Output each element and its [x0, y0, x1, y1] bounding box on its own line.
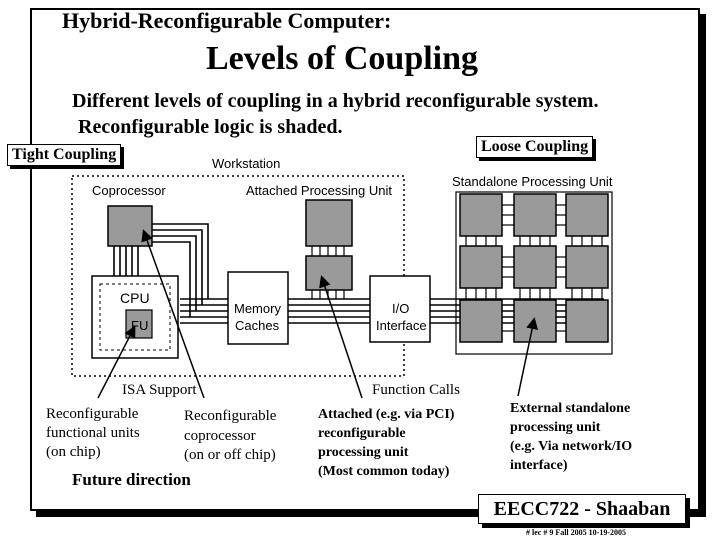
tight-coupling-label: Tight Coupling [7, 144, 122, 166]
attached-caption-3: processing unit [318, 445, 409, 460]
coprocessor-links [113, 223, 209, 317]
fu-caption-2: functional units [46, 425, 140, 441]
super-title: Hybrid-Reconfigurable Computer: [62, 8, 392, 33]
fu-caption-3: (on chip) [46, 444, 101, 460]
coprocessor-label: Coprocessor [92, 183, 166, 198]
loose-coupling-label: Loose Coupling [476, 136, 594, 158]
memory-label-2: Caches [235, 318, 280, 333]
intro-line-1: Different levels of coupling in a hybrid… [72, 90, 599, 112]
io-label-1: I/O [392, 301, 409, 316]
memory-block [227, 271, 289, 345]
memory-label-1: Memory [234, 301, 281, 316]
cpu-label: CPU [120, 290, 150, 306]
io-label-2: Interface [376, 318, 427, 333]
fu-label: FU [131, 318, 148, 333]
cop-caption-3: (on or off chip) [184, 447, 276, 463]
slide-footer: # lec # 9 Fall 2005 10-19-2005 [526, 528, 626, 537]
external-caption-4: interface) [510, 458, 568, 473]
attached-caption-1: Attached (e.g. via PCI) [318, 407, 455, 422]
page-title: Levels of Coupling [206, 40, 479, 77]
workstation-label: Workstation [212, 156, 280, 171]
external-caption-2: processing unit [510, 420, 601, 435]
attached-unit [305, 199, 353, 299]
standalone-unit-label: Standalone Processing Unit [452, 174, 613, 189]
fu-caption-1: Reconfigurable [46, 406, 139, 422]
course-brand: EECC722 - Shaaban [478, 494, 686, 524]
function-calls-label: Function Calls [372, 382, 460, 398]
intro-line-2: Reconfigurable logic is shaded. [78, 116, 343, 138]
coprocessor-block [107, 205, 153, 247]
attached-caption-4: (Most common today) [318, 464, 450, 479]
cpu-inner [99, 283, 171, 351]
annotation-arrows [97, 229, 539, 399]
future-direction: Future direction [72, 470, 191, 489]
isa-support-label: ISA Support [122, 382, 197, 398]
attached-caption-2: reconfigurable [318, 426, 406, 441]
cop-caption-2: coprocessor [184, 428, 256, 444]
external-caption-3: (e.g. Via network/IO [510, 439, 633, 454]
standalone-array [455, 191, 613, 355]
external-caption-1: External standalone [510, 401, 631, 416]
attached-unit-label: Attached Processing Unit [246, 183, 392, 198]
io-block [369, 275, 431, 343]
cop-caption-1: Reconfigurable [184, 408, 277, 424]
